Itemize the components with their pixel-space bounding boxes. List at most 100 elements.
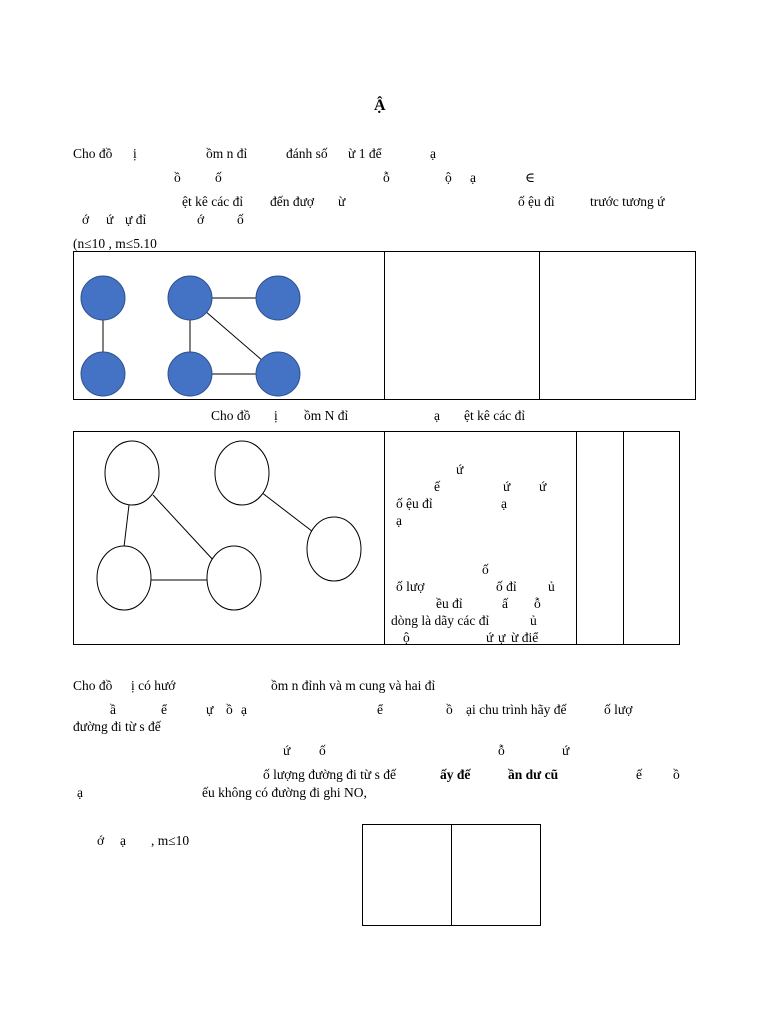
- text-fragment: ệu đỉ: [406, 496, 433, 511]
- text-fragment: ủ: [530, 613, 537, 628]
- text-fragment: ạ: [241, 702, 247, 717]
- constraints-text: , m≤10: [151, 833, 190, 848]
- table-divider: [623, 431, 624, 645]
- text-fragment: ế: [434, 479, 440, 494]
- text-fragment: ủ: [548, 579, 555, 594]
- text-fragment: ạ: [120, 833, 126, 848]
- text-fragment: Cho đồ: [73, 678, 113, 693]
- text-fragment: ồ: [673, 767, 680, 782]
- text-fragment: ế: [636, 767, 642, 782]
- text-fragment: ồm n đỉnh và m cung và hai đỉ: [271, 678, 436, 693]
- text-fragment: ần dư cũ: [508, 767, 559, 782]
- text-fragment: đến đượ: [270, 194, 315, 209]
- text-fragment: ạ: [470, 170, 476, 185]
- graph-edge: [260, 491, 318, 536]
- graph-node: [80, 275, 126, 321]
- text-fragment: ồ: [226, 702, 233, 717]
- constraints-text: (n≤10 , m≤5.10: [73, 236, 157, 251]
- text-fragment: dòng là dãy các đỉ: [391, 613, 490, 628]
- text-fragment: ể: [377, 702, 383, 717]
- text-fragment: ứ: [456, 462, 464, 477]
- graph-edge: [123, 504, 130, 548]
- text-fragment: ỗ: [498, 743, 505, 758]
- graph-node: [306, 516, 362, 582]
- text-fragment: ∈: [525, 170, 535, 185]
- text-fragment: ừ điể: [511, 630, 539, 645]
- text-fragment: ố: [319, 743, 326, 758]
- text-fragment: ố: [396, 496, 403, 511]
- text-fragment: ứ: [539, 479, 547, 494]
- text-fragment: ự: [498, 630, 506, 645]
- graph-node: [214, 440, 270, 506]
- text-fragment: ạ: [501, 496, 507, 511]
- text-fragment: Cho đồ: [73, 146, 113, 161]
- text-fragment: ự đỉ: [125, 212, 147, 227]
- text-fragment: ứ: [562, 743, 570, 758]
- table-divider: [384, 431, 385, 645]
- text-fragment: ệt kê các đỉ: [182, 194, 244, 209]
- text-fragment: ố: [518, 194, 525, 209]
- table-divider: [384, 251, 385, 400]
- text-fragment: ếu không có đường đi ghi NO,: [202, 785, 367, 800]
- text-fragment: ố: [482, 562, 489, 577]
- text-fragment: đánh số: [286, 146, 328, 161]
- text-fragment: ố: [215, 170, 222, 185]
- text-fragment: ấ: [502, 596, 508, 611]
- text-fragment: ạ: [396, 513, 402, 528]
- graph-node: [104, 440, 160, 506]
- text-fragment: ừ 1 để: [348, 146, 382, 161]
- text-fragment: ị có hướ: [131, 678, 176, 693]
- text-fragment: ự: [206, 702, 214, 717]
- text-fragment: ạ: [430, 146, 436, 161]
- text-fragment: ều đỉ: [436, 596, 463, 611]
- graph-edge: [152, 494, 216, 563]
- example-table-2: [73, 431, 680, 645]
- text-fragment: đường đi từ s đế: [73, 719, 161, 734]
- text-fragment: ớ: [82, 212, 90, 227]
- graph-node: [255, 275, 301, 321]
- text-fragment: Cho đồ: [211, 408, 251, 423]
- text-fragment: ố: [237, 212, 244, 227]
- graph-node: [255, 351, 301, 397]
- text-fragment: ạ: [434, 408, 440, 423]
- text-fragment: ồm n đỉ: [206, 146, 248, 161]
- text-fragment: ỗ: [534, 596, 541, 611]
- text-fragment: ại chu trình hãy đế: [466, 702, 567, 717]
- text-fragment: ừ: [338, 194, 346, 209]
- graph-node: [167, 351, 213, 397]
- graph-node: [96, 545, 152, 611]
- text-fragment: ệt kê các đỉ: [464, 408, 526, 423]
- text-fragment: ứ: [283, 743, 291, 758]
- text-fragment: ồ: [446, 702, 453, 717]
- text-fragment: ố đỉ: [496, 579, 517, 594]
- text-fragment: ớ: [197, 212, 205, 227]
- table-divider: [451, 824, 452, 926]
- text-fragment: ệu đỉ: [528, 194, 555, 209]
- table-divider: [576, 431, 577, 645]
- text-fragment: ứ: [106, 212, 114, 227]
- page-title: Ậ: [374, 97, 386, 114]
- text-fragment: ị: [133, 146, 137, 161]
- text-fragment: ạ: [77, 785, 83, 800]
- text-fragment: ộ: [403, 630, 410, 645]
- text-fragment: ố lượ: [604, 702, 633, 717]
- text-fragment: ồ: [174, 170, 181, 185]
- text-fragment: ố lượ: [396, 579, 425, 594]
- text-fragment: trước tương ứ: [590, 194, 665, 209]
- text-fragment: ớ: [97, 833, 105, 848]
- text-fragment: ầ: [110, 702, 116, 717]
- text-fragment: ấy đế: [440, 767, 471, 782]
- graph-node: [80, 351, 126, 397]
- text-fragment: ố lượng đường đi từ s đế: [263, 767, 396, 782]
- graph-node: [167, 275, 213, 321]
- text-fragment: ộ: [445, 170, 452, 185]
- text-fragment: ỗ: [383, 170, 390, 185]
- graph-node: [206, 545, 262, 611]
- text-fragment: ồm N đỉ: [304, 408, 349, 423]
- text-fragment: ị: [274, 408, 278, 423]
- table-divider: [539, 251, 540, 400]
- text-fragment: ể: [161, 702, 167, 717]
- text-fragment: ứ: [486, 630, 494, 645]
